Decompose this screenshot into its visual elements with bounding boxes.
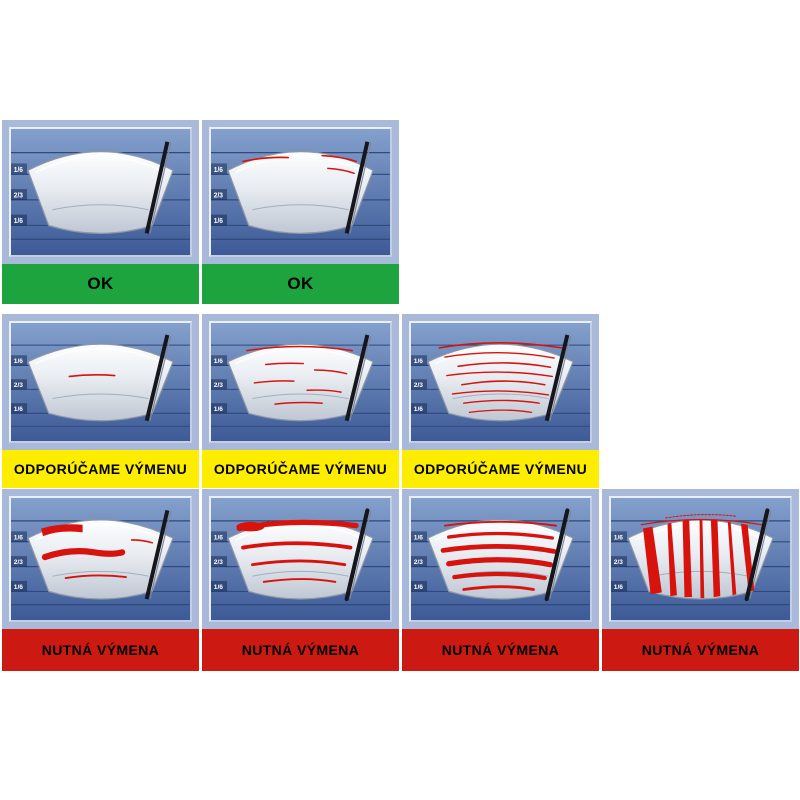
windshield-graphic: 1/6 2/3 1/6 (211, 498, 390, 620)
scale-label-mid: 2/3 (214, 192, 223, 199)
status-bar-required: NUTNÁ VÝMENA (402, 629, 599, 671)
windshield-panel-frame: 1/6 2/3 1/6 (202, 314, 399, 450)
cell-required-smears: 1/6 2/3 1/6 NUTNÁ VÝMENA (2, 489, 199, 671)
scale-label-top: 1/6 (14, 534, 23, 541)
windshield-panel-frame: 1/6 2/3 1/6 (402, 314, 599, 450)
scale-label-mid: 2/3 (14, 382, 24, 389)
scale-label-mid: 2/3 (214, 382, 224, 389)
windshield-panel-frame: 1/6 2/3 1/6 (602, 489, 799, 629)
status-bar-required: NUTNÁ VÝMENA (202, 629, 399, 671)
scale-label-top: 1/6 (614, 534, 623, 541)
cell-required-heavy-smears: 1/6 2/3 1/6 NUTNÁ VÝMENA (202, 489, 399, 671)
windshield-panel-frame: 1/6 2/3 1/6 (202, 489, 399, 629)
scale-label-top: 1/6 (214, 534, 223, 541)
scale-label-mid: 2/3 (614, 559, 623, 566)
scale-label-bottom: 1/6 (414, 584, 423, 591)
cell-recommend-many-streaks: 1/6 2/3 1/6 ODPORÚČAME VÝMENU (402, 314, 599, 488)
status-bar-ok: OK (202, 264, 399, 304)
scale-label-mid: 2/3 (14, 192, 23, 199)
windshield-graphic: 1/6 2/3 1/6 (411, 323, 590, 441)
windshield-panel-frame: 1/6 2/3 1/6 (2, 314, 199, 450)
windshield-graphic: 1/6 2/3 1/6 (11, 498, 190, 620)
windshield-graphic: 1/6 2/3 1/6 (11, 323, 190, 441)
status-bar-required: NUTNÁ VÝMENA (602, 629, 799, 671)
cell-ok-light-top-streaks: 1/6 2/3 1/6 OK (202, 120, 399, 304)
scale-label-top: 1/6 (414, 534, 423, 541)
cell-required-dense-smears: 1/6 2/3 1/6 NUTNÁ VÝMENA (402, 489, 599, 671)
windshield-panel-frame: 1/6 2/3 1/6 (202, 120, 399, 264)
cell-ok-clean-wipe: 1/6 2/3 1/6 OK (2, 120, 199, 304)
windshield-graphic: 1/6 2/3 1/6 (11, 129, 190, 255)
status-bar-ok: OK (2, 264, 199, 304)
scale-label-mid: 2/3 (214, 559, 223, 566)
scale-label-bottom: 1/6 (14, 218, 23, 225)
windshield-panel-frame: 1/6 2/3 1/6 (2, 489, 199, 629)
scale-label-bottom: 1/6 (14, 406, 24, 413)
scale-label-top: 1/6 (14, 358, 24, 365)
scale-label-top: 1/6 (14, 167, 23, 174)
cell-recommend-scattered-streaks: 1/6 2/3 1/6 ODPORÚČAME VÝMENU (202, 314, 399, 488)
scale-label-top: 1/6 (414, 358, 424, 365)
cell-required-vertical-streaking: 1/6 2/3 1/6 NUTNÁ VÝMENA (602, 489, 799, 671)
scale-label-bottom: 1/6 (214, 584, 223, 591)
status-bar-required: NUTNÁ VÝMENA (2, 629, 199, 671)
windshield-panel-frame: 1/6 2/3 1/6 (2, 120, 199, 264)
windshield-graphic: 1/6 2/3 1/6 (211, 323, 390, 441)
status-bar-recommend: ODPORÚČAME VÝMENU (202, 450, 399, 488)
scale-label-top: 1/6 (214, 358, 224, 365)
windshield-graphic: 1/6 2/3 1/6 (411, 498, 590, 620)
windshield-graphic: 1/6 2/3 1/6 (611, 498, 790, 620)
status-bar-recommend: ODPORÚČAME VÝMENU (2, 450, 199, 488)
scale-label-mid: 2/3 (414, 559, 423, 566)
windshield-panel-frame: 1/6 2/3 1/6 (402, 489, 599, 629)
scale-label-bottom: 1/6 (414, 406, 424, 413)
scale-label-mid: 2/3 (414, 382, 424, 389)
status-bar-recommend: ODPORÚČAME VÝMENU (402, 450, 599, 488)
scale-label-bottom: 1/6 (214, 218, 223, 225)
windshield-graphic: 1/6 2/3 1/6 (211, 129, 390, 255)
cell-recommend-single-streak: 1/6 2/3 1/6 ODPORÚČAME VÝMENU (2, 314, 199, 488)
scale-label-top: 1/6 (214, 167, 223, 174)
scale-label-bottom: 1/6 (614, 584, 623, 591)
scale-label-mid: 2/3 (14, 559, 23, 566)
scale-label-bottom: 1/6 (14, 584, 23, 591)
scale-label-bottom: 1/6 (214, 406, 224, 413)
